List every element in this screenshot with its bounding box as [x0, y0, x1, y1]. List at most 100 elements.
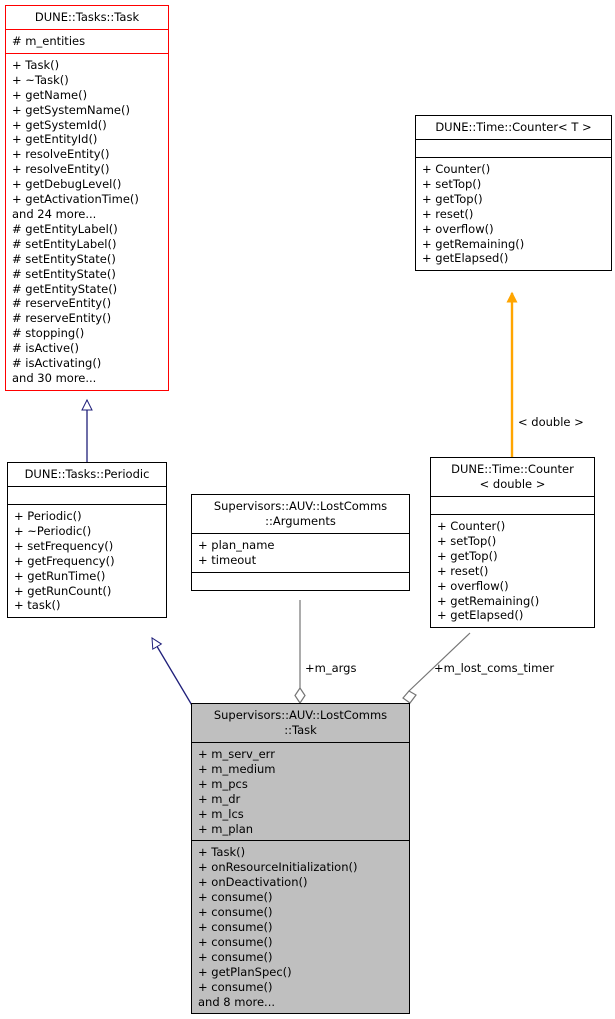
operations-compartment: + Task() + onResourceInitialization() + …: [192, 841, 409, 1013]
attribute-row: + m_pcs: [198, 776, 248, 791]
operation-row: + getSystemName(): [12, 102, 130, 117]
attributes-compartment: [416, 140, 611, 157]
operation-row: + onResourceInitialization(): [198, 860, 358, 875]
class-title: DUNE::Time::Counter < double >: [451, 462, 574, 491]
operation-row: + ~Periodic(): [14, 523, 92, 538]
attribute-row: # m_entities: [12, 34, 86, 48]
operation-row: + consume(): [198, 934, 273, 949]
operation-row: + consume(): [198, 979, 273, 994]
edge-label-m-args: +m_args: [305, 661, 357, 675]
separator: [8, 504, 166, 505]
operation-row: + Task(): [198, 845, 246, 860]
attribute-row: + m_serv_err: [198, 747, 275, 761]
operation-more-row: and 8 more...: [198, 994, 276, 1009]
operation-row: # getEntityState(): [12, 281, 118, 296]
operation-row: # getEntityLabel(): [12, 221, 118, 236]
operation-row: # setEntityLabel(): [12, 236, 117, 251]
operation-row: + overflow(): [422, 221, 494, 236]
operation-row: + Counter(): [437, 519, 506, 533]
attributes-compartment: [431, 497, 594, 514]
operation-row: # reserveEntity(): [12, 311, 112, 326]
separator: [192, 742, 409, 743]
operation-row: + ~Task(): [12, 72, 69, 87]
attribute-row: + m_medium: [198, 761, 276, 776]
attributes-compartment: + plan_name + timeout: [192, 534, 409, 572]
operation-row: + resolveEntity(): [12, 147, 110, 162]
edge-lostcomms-inherits-periodic: [151, 637, 194, 708]
operations-compartment: + Periodic() + ~Periodic() + setFrequenc…: [8, 505, 166, 617]
operation-row: + getTop(): [422, 191, 483, 206]
class-box-dune-tasks-task[interactable]: DUNE::Tasks::Task # m_entities + Task() …: [5, 5, 169, 391]
operation-more-row: and 30 more...: [12, 370, 97, 385]
class-box-dune-time-counter-t[interactable]: DUNE::Time::Counter< T > + Counter() + s…: [415, 115, 612, 272]
operation-row: + reset(): [422, 206, 474, 221]
operation-row: + getElapsed(): [422, 251, 509, 266]
separator: [6, 29, 168, 30]
operation-more-row: and 24 more...: [12, 206, 97, 221]
operation-row: # isActive(): [12, 341, 80, 356]
attribute-row: + m_dr: [198, 791, 241, 806]
operation-row: # setEntityState(): [12, 266, 116, 281]
operation-row: + resolveEntity(): [12, 162, 110, 177]
separator: [416, 139, 611, 140]
class-box-lostcomms-task[interactable]: Supervisors::AUV::LostComms ::Task + m_s…: [191, 703, 410, 1015]
operation-row: + Task(): [12, 57, 60, 72]
attribute-row: + timeout: [198, 552, 257, 567]
operation-row: + setTop(): [437, 533, 497, 548]
operation-row: + getTop(): [437, 548, 498, 563]
class-title: DUNE::Tasks::Task: [34, 10, 140, 24]
operation-row: + getElapsed(): [437, 608, 524, 623]
operation-row: + getRunCount(): [14, 583, 112, 598]
operation-row: + task(): [14, 598, 61, 613]
attributes-compartment: # m_entities: [6, 30, 168, 53]
operation-row: + consume(): [198, 890, 273, 905]
operation-row: + getName(): [12, 87, 88, 102]
operation-row: + getPlanSpec(): [198, 964, 292, 979]
operation-row: + getRunTime(): [14, 568, 106, 583]
class-box-lostcomms-arguments[interactable]: Supervisors::AUV::LostComms ::Arguments …: [191, 494, 410, 591]
operation-row: + reset(): [437, 563, 489, 578]
separator: [192, 533, 409, 534]
operation-row: + overflow(): [437, 578, 509, 593]
operations-compartment: + Task() + ~Task() + getName() + getSyst…: [6, 54, 168, 390]
operation-row: + consume(): [198, 905, 273, 920]
operation-row: + Periodic(): [14, 509, 82, 523]
attribute-row: + m_lcs: [198, 806, 244, 821]
edge-task-aggregates-arguments: [294, 600, 306, 705]
separator: [6, 52, 168, 54]
operation-row: + setFrequency(): [14, 538, 114, 553]
separator: [431, 496, 594, 497]
operations-compartment: + Counter() + setTop() + getTop() + rese…: [416, 158, 611, 270]
edge-label-m-lost-coms-timer: +m_lost_coms_timer: [434, 661, 555, 675]
operation-row: + getRemaining(): [437, 593, 540, 608]
edge-label-template-binding: < double >: [518, 415, 584, 429]
attribute-row: + m_plan: [198, 821, 254, 836]
separator: [431, 514, 594, 515]
operation-row: + consume(): [198, 949, 273, 964]
class-title: Supervisors::AUV::LostComms ::Task: [213, 708, 388, 737]
operation-row: + getSystemId(): [12, 117, 107, 132]
operations-compartment: + Counter() + setTop() + getTop() + rese…: [431, 515, 594, 627]
operation-row: # setEntityState(): [12, 251, 116, 266]
operations-compartment: [192, 573, 409, 590]
class-title: Supervisors::AUV::LostComms ::Arguments: [213, 499, 388, 528]
operation-row: # reserveEntity(): [12, 296, 112, 311]
operation-row: + setTop(): [422, 176, 482, 191]
operation-row: + getDebugLevel(): [12, 177, 122, 192]
operation-row: # isActivating(): [12, 356, 102, 371]
operation-row: + consume(): [198, 919, 273, 934]
operation-row: + Counter(): [422, 162, 491, 176]
separator: [416, 157, 611, 158]
operation-row: + getEntityId(): [12, 132, 98, 147]
separator: [192, 840, 409, 842]
class-box-dune-tasks-periodic[interactable]: DUNE::Tasks::Periodic + Periodic() + ~Pe…: [7, 462, 167, 619]
separator: [8, 486, 166, 487]
class-title: DUNE::Time::Counter< T >: [435, 120, 592, 134]
class-box-dune-time-counter-double[interactable]: DUNE::Time::Counter < double > + Counter…: [430, 457, 595, 629]
operation-row: + onDeactivation(): [198, 875, 308, 890]
attributes-compartment: + m_serv_err + m_medium + m_pcs + m_dr +…: [192, 743, 409, 840]
operation-row: + getFrequency(): [14, 553, 115, 568]
attribute-row: + plan_name: [198, 538, 275, 552]
class-title: DUNE::Tasks::Periodic: [24, 467, 150, 481]
